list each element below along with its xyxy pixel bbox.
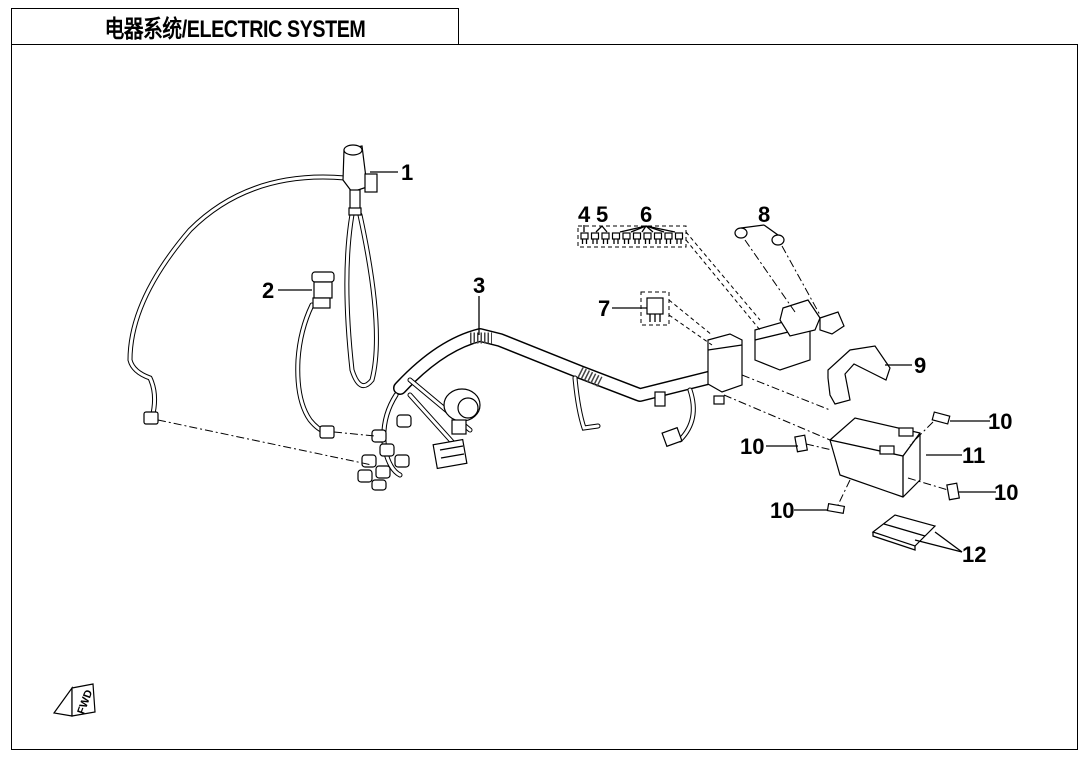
battery-pads[interactable]	[794, 411, 961, 515]
bolts[interactable]	[734, 227, 785, 246]
battery-cushion[interactable]	[871, 514, 937, 551]
assembly-lines	[157, 231, 949, 506]
main-wiring-harness[interactable]	[357, 319, 811, 491]
callout-4: 4	[578, 202, 591, 227]
callout-2: 2	[262, 278, 274, 303]
fwd-arrow-icon: FWD	[52, 683, 96, 717]
fuse	[590, 232, 600, 240]
battery-strap[interactable]	[827, 345, 891, 405]
callout-10c: 10	[994, 480, 1018, 505]
callout-6: 6	[640, 202, 652, 227]
fuse	[674, 232, 684, 240]
callouts: 1 2 3 4 5 6 7 8 9 10 10 10 10 11 12	[262, 160, 1018, 567]
leader-lines	[278, 171, 996, 553]
fuse	[611, 232, 621, 240]
fuse-set[interactable]	[577, 225, 687, 248]
callout-1: 1	[401, 160, 413, 185]
page-title: 电器系统/ELECTRIC SYSTEM	[104, 16, 366, 43]
callout-12: 12	[962, 542, 986, 567]
fuse-holder-bracket[interactable]	[779, 299, 845, 337]
fuse	[622, 232, 631, 240]
callout-10d: 10	[770, 498, 794, 523]
callout-10a: 10	[988, 409, 1012, 434]
callout-11: 11	[962, 443, 985, 468]
callout-9: 9	[914, 353, 926, 378]
fuse	[643, 232, 652, 240]
ignition-switch[interactable]	[127, 144, 379, 425]
power-socket[interactable]	[295, 271, 335, 439]
callout-7: 7	[598, 296, 610, 321]
diagram-frame	[11, 44, 1078, 750]
fuse	[653, 232, 663, 240]
callout-10b: 10	[740, 434, 764, 459]
fuse	[601, 232, 610, 240]
fuse	[632, 232, 642, 240]
callout-8: 8	[758, 202, 770, 227]
battery[interactable]	[829, 417, 921, 498]
fuse	[664, 232, 673, 240]
title-box: 电器系统/ELECTRIC SYSTEM	[11, 8, 459, 45]
fuse	[580, 232, 589, 240]
callout-5: 5	[596, 202, 608, 227]
callout-3: 3	[473, 273, 485, 298]
